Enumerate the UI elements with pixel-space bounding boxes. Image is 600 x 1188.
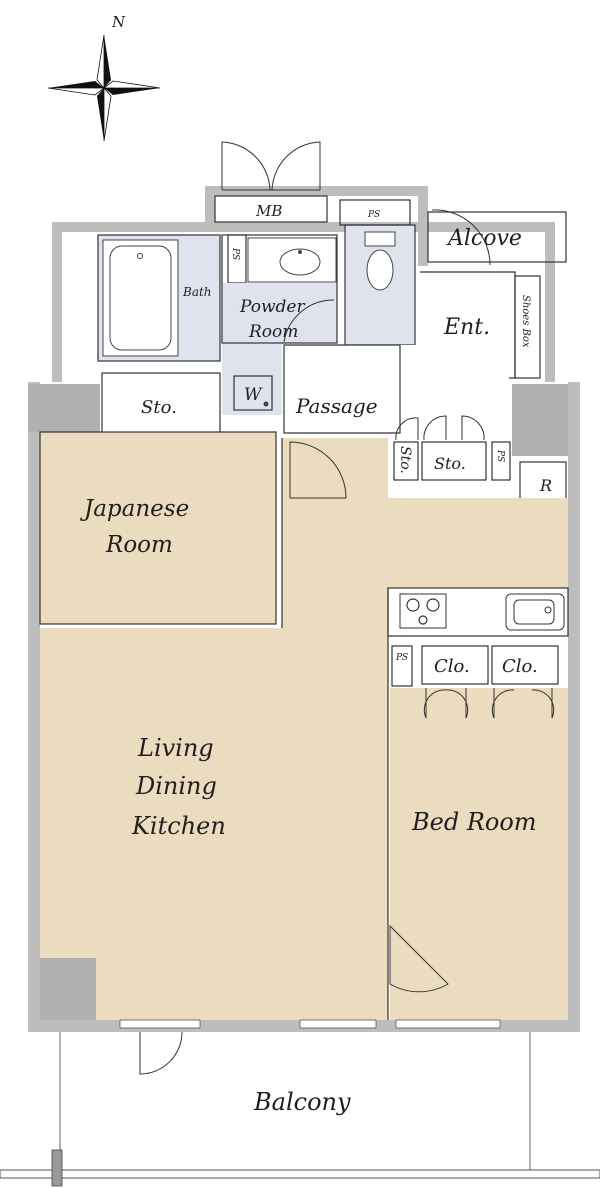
ps-right-label: PS [495,449,505,462]
ps-kitchen-label: PS [395,653,408,663]
sink-icon [505,593,565,631]
shoes-box [514,275,541,379]
bed-room-label: Bed Room [411,808,537,836]
bathtub-icon [102,239,179,357]
closet-1-label: Clo. [434,656,470,677]
storage-main-label: Sto. [141,397,177,418]
mb-label: MB [255,202,282,220]
stove-icon [399,593,447,629]
storage-small-vertical [393,441,419,481]
ps-top-label: PS [367,210,380,220]
alcove [427,211,567,263]
balcony [0,1032,600,1187]
powder-room-label-line1: Powder [239,297,305,317]
refrigerator-label: R [539,476,552,495]
japanese-room-area [40,432,276,624]
ldk-label-line2: Dining [135,772,217,800]
closet-1 [421,645,489,685]
washbasin-icon [247,237,337,283]
toilet-icon [364,231,396,291]
ldk-label-line3: Kitchen [131,812,226,840]
japanese-room-label-line2: Room [105,532,173,558]
entrance-label: Ent. [443,315,490,340]
closet-2-label: Clo. [502,656,538,677]
japanese-room-label-line1: Japanese [80,496,189,522]
balcony-label: Balcony [253,1088,351,1116]
compass-north-label: N [111,13,126,31]
compass-rose-icon [47,34,161,142]
mb-doors [221,141,321,191]
powder-room-area [222,283,337,343]
bed-room-area [390,688,568,1020]
washer-label: W [244,385,263,405]
washer-space [233,375,273,411]
bath-label: Bath [182,285,212,299]
outer-wall [28,186,580,1032]
ps-bath-label: PS [230,247,240,260]
closet-2 [491,645,559,685]
ldk-area [40,438,568,1020]
storage-small-vertical-label: Sto. [397,446,413,474]
shoes-box-label: Shoes Box [520,295,531,348]
passage-label: Passage [295,394,378,418]
ldk-label-line1: Living [137,734,214,762]
storage-small [421,441,487,481]
balcony-windows [119,1019,501,1029]
powder-room-label-line2: Room [248,322,298,342]
storage-small-label: Sto. [434,454,466,473]
